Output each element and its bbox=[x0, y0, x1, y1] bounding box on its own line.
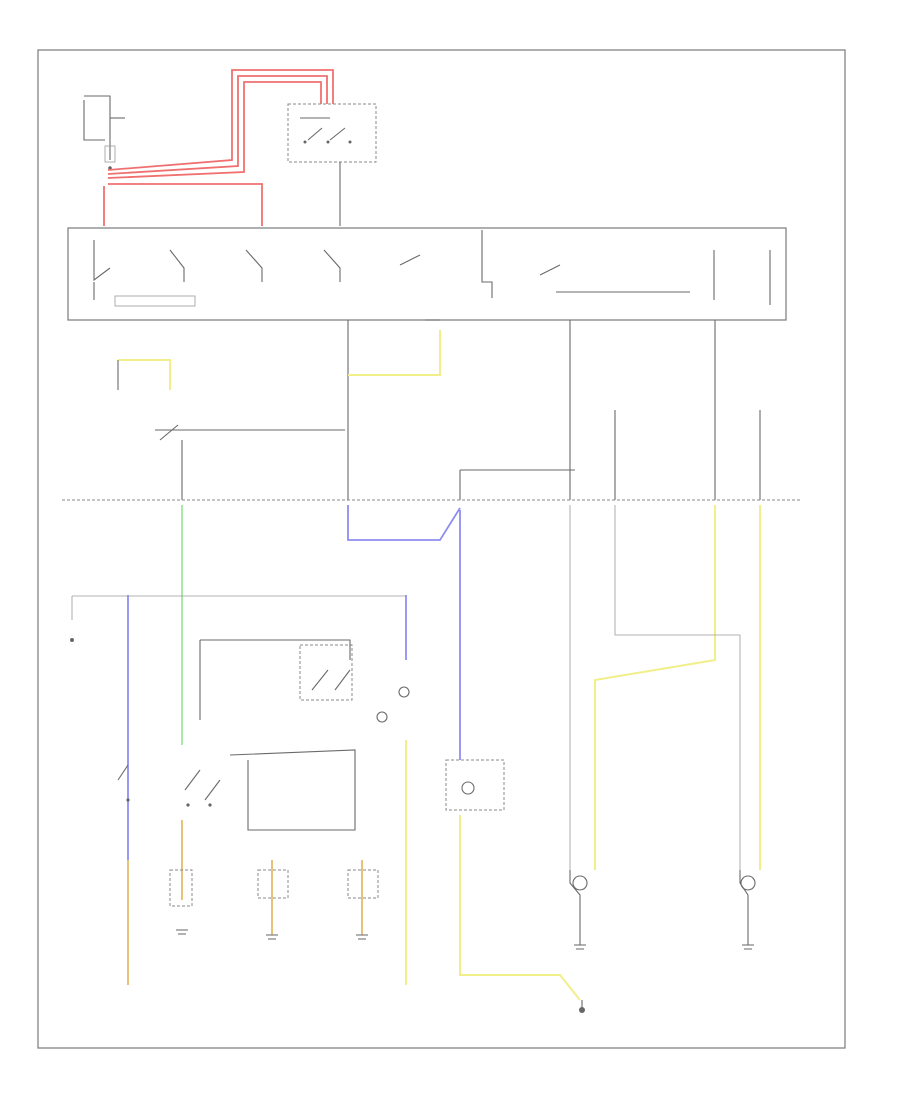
red-wire-bundle bbox=[103, 69, 334, 226]
fuse-block bbox=[67, 227, 787, 321]
ground-symbols bbox=[266, 934, 368, 940]
ground-point bbox=[579, 1000, 585, 1013]
fog-light-relay bbox=[445, 759, 505, 811]
lower-wiring bbox=[71, 505, 761, 1001]
instrument-cluster bbox=[169, 869, 379, 935]
dimmer-switch bbox=[184, 749, 356, 831]
light-switch bbox=[199, 639, 410, 723]
midsection-wiring bbox=[117, 319, 761, 500]
headlight-switch bbox=[287, 103, 377, 226]
battery-feed bbox=[83, 95, 125, 170]
left-headlight bbox=[739, 870, 756, 950]
right-headlight bbox=[569, 870, 588, 950]
diagram-frame bbox=[37, 49, 846, 1049]
fog-light-switch bbox=[70, 638, 130, 802]
